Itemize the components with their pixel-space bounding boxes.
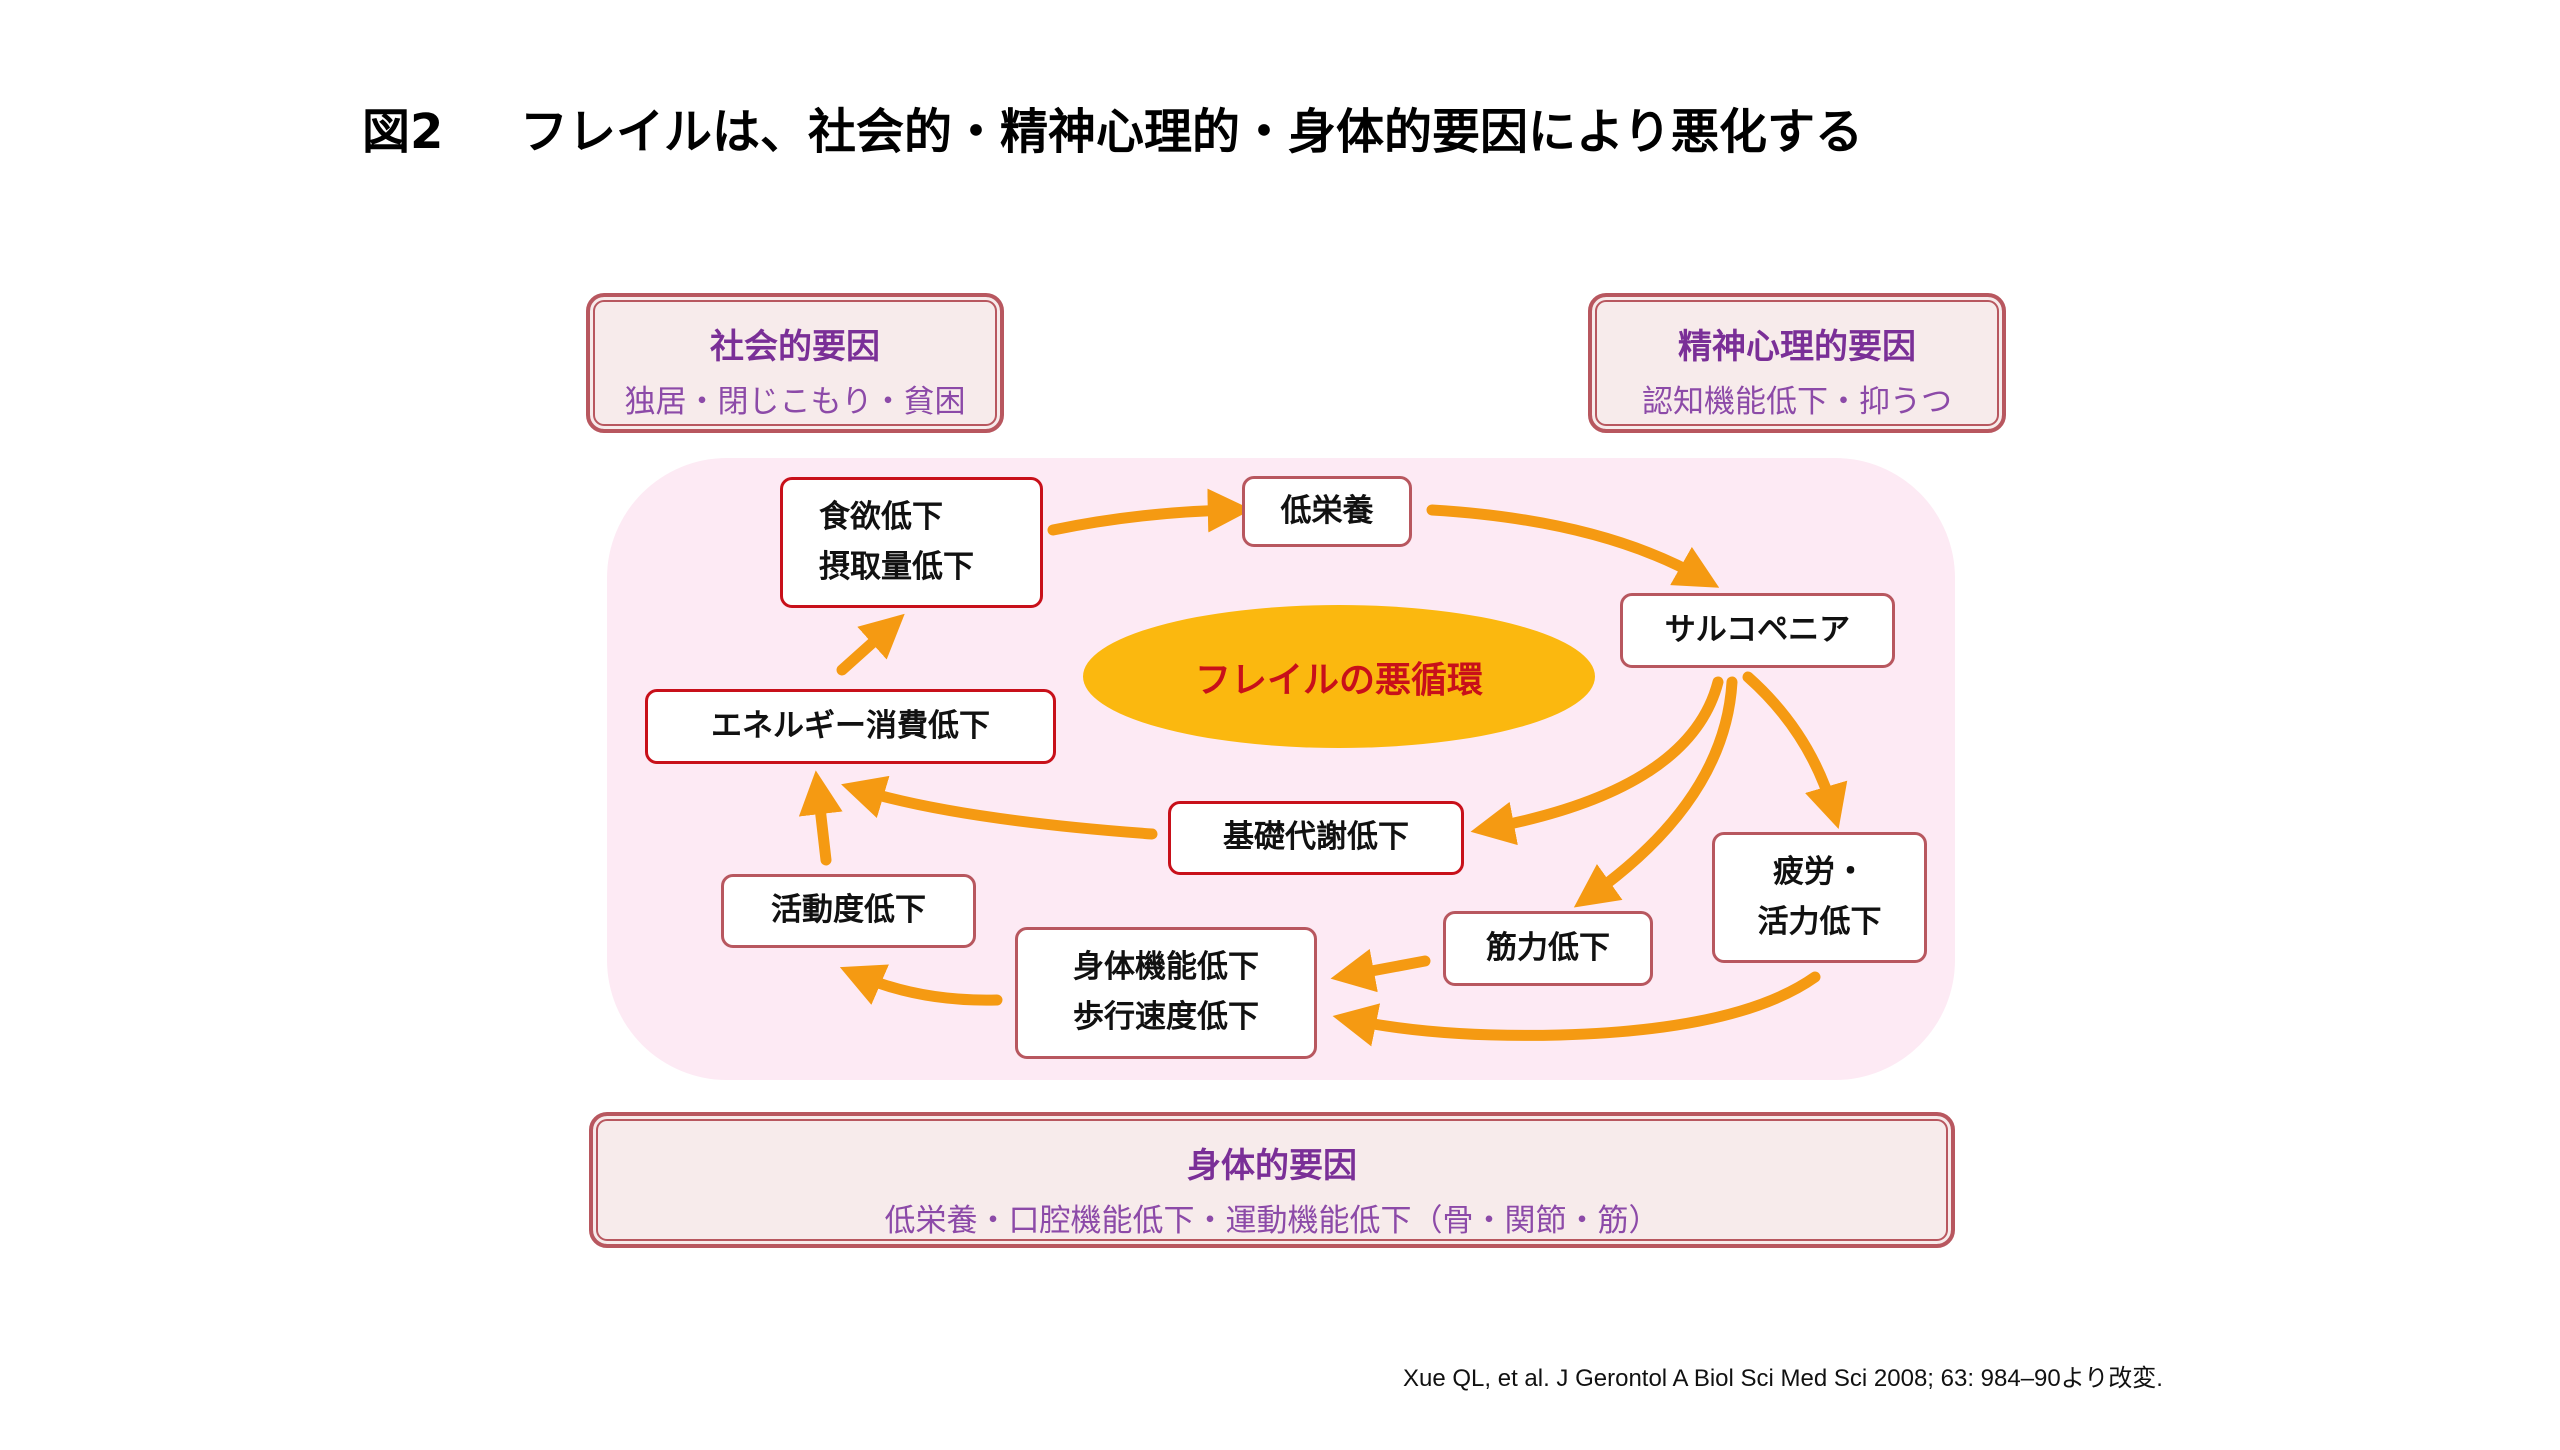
fatigue-line1: 疲労・ (1773, 853, 1866, 890)
arrow-activity-to-energy (798, 770, 843, 866)
malnutrition-box: 低栄養 (1242, 476, 1412, 547)
figure-number: 図2 (362, 104, 444, 160)
arrow-muscle-to-function (1330, 948, 1431, 993)
vicious-cycle-label: フレイルの悪循環 (1083, 605, 1595, 748)
basal-metabolism-box: 基礎代謝低下 (1168, 801, 1464, 875)
sarcopenia-box: サルコペニア (1620, 593, 1895, 668)
fatigue-box: 疲労・ 活力低下 (1712, 832, 1927, 963)
social-factor-sub: 独居・閉じこもり・貧困 (624, 384, 966, 420)
activity-label: 活動度低下 (771, 892, 926, 929)
appetite-box: 食欲低下 摂取量低下 (780, 477, 1043, 608)
arrow-sarcopenia-to-muscle (1573, 676, 1738, 908)
basal-metabolism-label: 基礎代謝低下 (1223, 819, 1409, 856)
psych-factor-box: 精神心理的要因 認知機能低下・抑うつ (1588, 293, 2006, 433)
appetite-line1: 食欲低下 (819, 498, 943, 535)
arrow-fatigue-to-function (1332, 971, 1821, 1047)
sarcopenia-label: サルコペニア (1664, 611, 1851, 648)
physical-function-line1: 身体機能低下 (1073, 949, 1259, 986)
muscle-strength-box: 筋力低下 (1443, 911, 1653, 986)
psych-factor-title: 精神心理的要因 (1678, 327, 1916, 367)
arrow-basal-to-energy (841, 775, 1158, 840)
malnutrition-label: 低栄養 (1280, 492, 1374, 529)
arrow-sarcopenia-to-basal (1470, 676, 1724, 846)
muscle-strength-label: 筋力低下 (1486, 929, 1610, 966)
appetite-line2: 摂取量低下 (819, 548, 974, 585)
physical-factor-title: 身体的要因 (1187, 1146, 1357, 1186)
figure-title: 図2 フレイルは、社会的・精神心理的・身体的要因により悪化する (362, 92, 1863, 162)
fatigue-line2: 活力低下 (1757, 903, 1882, 940)
arrow-function-to-activity (839, 964, 1003, 1006)
arrow-sarcopenia-to-fatigue (1742, 671, 1848, 829)
social-factor-title: 社会的要因 (710, 327, 880, 367)
psych-factor-sub: 認知機能低下・抑うつ (1642, 384, 1952, 420)
citation: Xue QL, et al. J Gerontol A Biol Sci Med… (1403, 1365, 2163, 1392)
energy-label: エネルギー消費低下 (711, 707, 990, 744)
figure-title-text: フレイルは、社会的・精神心理的・身体的要因により悪化する (520, 104, 1864, 160)
physical-function-box: 身体機能低下 歩行速度低下 (1015, 927, 1317, 1059)
arrow-energy-to-appetite (836, 613, 905, 676)
social-factor-box: 社会的要因 独居・閉じこもり・貧困 (586, 293, 1004, 433)
physical-factor-sub: 低栄養・口腔機能低下・運動機能低下（骨・関節・筋） (884, 1203, 1660, 1239)
arrow-appetite-to-malnutrition (1047, 488, 1252, 536)
energy-box: エネルギー消費低下 (645, 689, 1056, 764)
physical-function-line2: 歩行速度低下 (1073, 999, 1259, 1035)
activity-box: 活動度低下 (721, 874, 976, 948)
physical-factor-box: 身体的要因 低栄養・口腔機能低下・運動機能低下（骨・関節・筋） (589, 1112, 1955, 1248)
arrow-malnutrition-to-sarcopenia (1426, 504, 1720, 588)
